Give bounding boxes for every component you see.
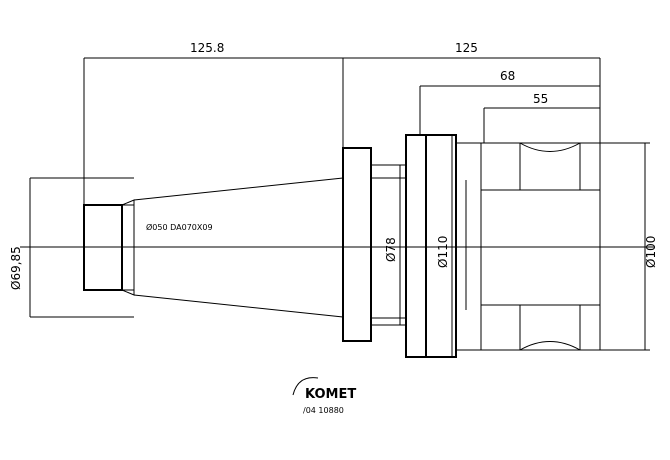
dim-125-text: 125	[455, 41, 478, 55]
main-flange	[405, 134, 482, 358]
logo-swoosh-icon	[292, 377, 319, 396]
taper-shank	[83, 177, 344, 318]
dim-69-85-text: Ø69,85	[9, 246, 23, 290]
dim-78-text: Ø78	[384, 237, 398, 262]
logo-brand: KOMET	[305, 387, 356, 402]
part-label: Ø050 DA070X09	[146, 222, 213, 232]
dimension-left-diameter	[29, 177, 134, 318]
dim-55-text: 55	[533, 92, 548, 106]
dim-110-text: Ø110	[436, 236, 450, 268]
dim-125-8-text: 125.8	[190, 41, 224, 55]
logo: KOMET /04 10880	[292, 377, 356, 415]
dimension-lines-top	[83, 57, 601, 205]
logo-code: /04 10880	[303, 406, 344, 415]
dim-100-text: Ø100	[644, 236, 658, 268]
right-body	[465, 142, 601, 351]
dim-68-text: 68	[500, 69, 515, 83]
